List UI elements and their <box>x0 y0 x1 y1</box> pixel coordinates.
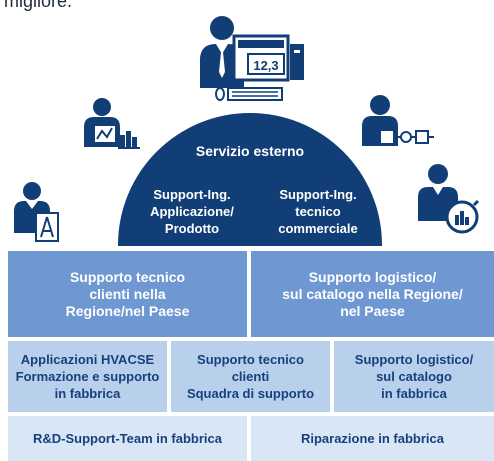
dome-commercial-support: Support-Ing. tecnico commerciale <box>262 186 374 237</box>
person-laptop-icon: 12,3 <box>200 16 304 101</box>
monitor-value: 12,3 <box>253 58 278 73</box>
box-line: Supporto tecnico <box>197 352 304 367</box>
box-line: Supporto logistico/ <box>308 268 437 285</box>
box-line: clienti <box>231 369 270 384</box>
box-line: sul catalogo nella Regione/ <box>282 285 463 302</box>
box-line: clienti nella <box>89 285 166 302</box>
dome-right-line: commerciale <box>278 221 358 236</box>
regional-logistics-support-box: Supporto logistico/ sul catalogo nella R… <box>251 251 494 337</box>
factory-logistics-support-box: Supporto logistico/ sul catalogo in fabb… <box>334 341 494 412</box>
intro-text-fragment: migliore. <box>4 0 73 11</box>
box-line: Riparazione in fabbrica <box>300 431 445 446</box>
person-schematic-icon <box>362 95 434 146</box>
person-compass-icon <box>14 182 59 242</box>
factory-repair-box: Riparazione in fabbrica <box>251 416 494 461</box>
box-line: in fabbrica <box>54 386 121 401</box>
customer-support-team-box: Supporto tecnico clienti Squadra di supp… <box>171 341 330 412</box>
rd-support-team-box: R&D-Support-Team in fabbrica <box>8 416 247 461</box>
dome-application-support: Support-Ing. Applicazione/ Prodotto <box>124 186 260 237</box>
box-line: Applicazioni HVACSE <box>20 352 155 367</box>
person-dashboard-icon <box>84 98 140 149</box>
person-cycle-icon <box>418 164 480 234</box>
box-line: Regione/nel Paese <box>65 302 190 319</box>
dome-left-line: Support-Ing. <box>153 187 231 202</box>
box-line: sul catalogo <box>376 369 452 384</box>
box-line: Formazione e supporto <box>15 369 160 384</box>
dome-right-line: tecnico <box>295 204 341 219</box>
dome-left-line: Prodotto <box>164 221 220 236</box>
dome-title: Servizio esterno <box>195 143 305 159</box>
box-line: Supporto logistico/ <box>354 352 474 367</box>
box-line: nel Paese <box>340 302 405 319</box>
box-line: R&D-Support-Team in fabbrica <box>33 431 222 446</box>
regional-technical-support-box: Supporto tecnico clienti nella Regione/n… <box>8 251 247 337</box>
dome-right-line: Support-Ing. <box>279 187 357 202</box>
dome-left-line: Applicazione/ <box>150 204 234 219</box>
box-line: in fabbrica <box>381 386 447 401</box>
box-line: Supporto tecnico <box>69 268 186 285</box>
hvacse-applications-box: Applicazioni HVACSE Formazione e support… <box>8 341 167 412</box>
box-line: Squadra di supporto <box>186 386 315 401</box>
